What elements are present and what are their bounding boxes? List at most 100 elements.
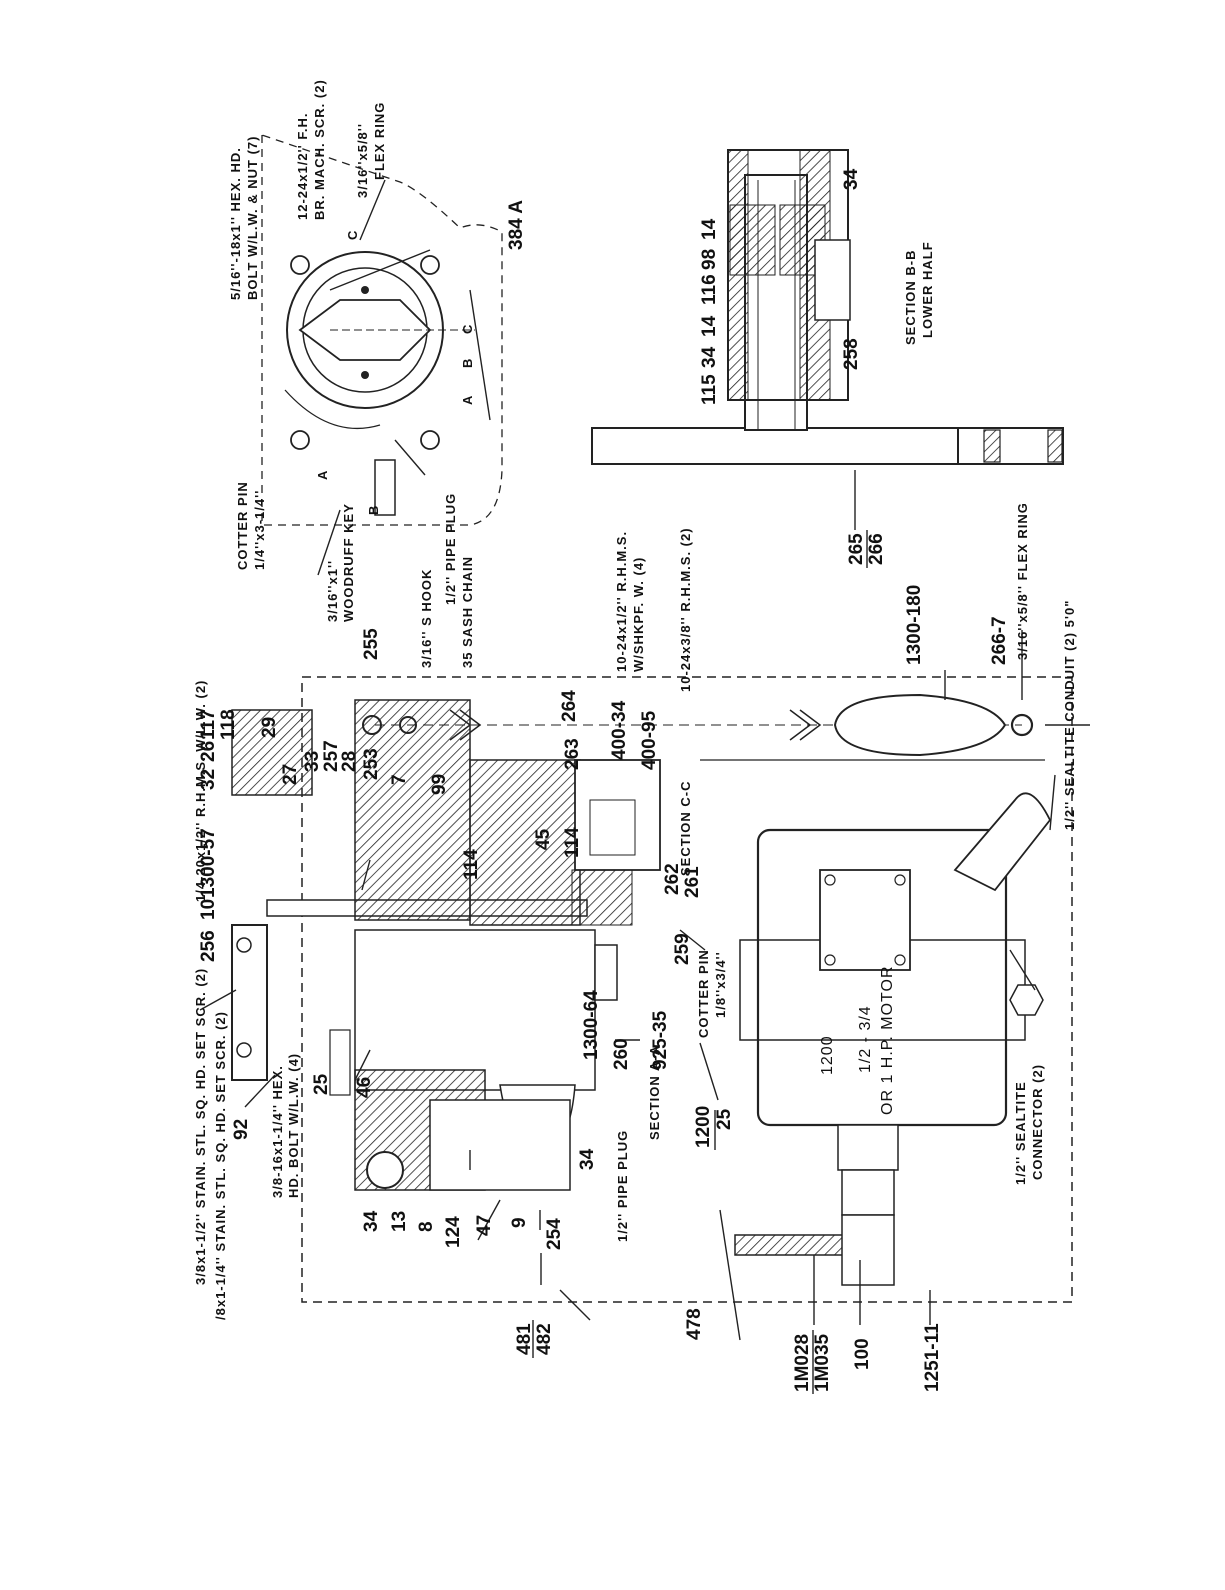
housing-end-view-drawing	[284, 251, 475, 516]
part-261: 261	[682, 866, 703, 898]
top-section-outline	[261, 134, 503, 526]
label-flex-ring-top-2: FLEX RING	[372, 102, 387, 180]
part-8: 8	[416, 1221, 437, 1232]
part-92: 92	[231, 1119, 252, 1140]
section-b-b-drawing	[591, 149, 1064, 465]
label-section-a-a: SECTION A-A	[647, 1045, 662, 1140]
label-hex-hd-bolt-2: HD. BOLT W/L.W. (4)	[286, 1053, 301, 1198]
part-14-top: 14	[699, 218, 720, 240]
part-114-lower: 114	[562, 827, 583, 858]
gear-reducer-section-drawing	[231, 699, 661, 1191]
label-pipe-plug-top: 1/2'' PIPE PLUG	[443, 493, 458, 605]
part-10: 10	[198, 899, 219, 920]
part-481: 481	[514, 1323, 535, 1355]
part-116: 116	[699, 274, 720, 305]
part-253: 253	[361, 748, 382, 780]
part-28: 28	[339, 751, 360, 772]
label-fh-screw: 12-24x1/2'' F.H.	[295, 113, 310, 220]
section-letter-b-top: B	[366, 505, 381, 515]
part-114-upper: 114	[461, 849, 482, 880]
motor-part-number: 1200	[819, 1035, 836, 1075]
part-34-top: 34	[841, 168, 862, 190]
leader-lines	[199, 179, 1090, 1341]
part-45: 45	[533, 828, 554, 850]
part-9: 9	[509, 1217, 530, 1228]
part-98: 98	[699, 249, 720, 270]
motor-drawing	[734, 792, 1052, 1286]
part-1200-fraction-top: 1200	[693, 1106, 714, 1148]
part-1M035: 1M035	[812, 1333, 833, 1392]
motor-hp-range: 1/2 - 3/4	[857, 1005, 874, 1073]
section-letter-c-bottom: C	[460, 324, 475, 334]
label-cotter-pin-large-2: 1/4''x3-1/4''	[252, 490, 267, 570]
section-letter-b-bottom: B	[460, 358, 475, 368]
label-hex-hd-bolt: 3/8-16x1-1/4'' HEX.	[270, 1065, 285, 1198]
label-rhms-quarter: 1/4-20x1/2'' R.H.M.S. W/L.W. (2)	[193, 680, 208, 902]
part-258: 258	[841, 338, 862, 370]
part-29: 29	[259, 717, 280, 738]
part-482: 482	[534, 1323, 555, 1355]
label-section-b-b: SECTION B-B	[903, 250, 918, 346]
label-sealtite-connector: 1/2'' SEALTITE	[1013, 1081, 1028, 1185]
main-assembly-outline	[301, 676, 1073, 1303]
part-257: 257	[321, 740, 342, 772]
label-sealtite-connector-2: CONNECTOR (2)	[1030, 1064, 1045, 1180]
part-118: 118	[218, 709, 239, 740]
part-925-35: 925-35	[650, 1010, 671, 1070]
part-47: 47	[474, 1215, 495, 1236]
part-264: 264	[559, 690, 580, 722]
part-34-left: 34	[361, 1210, 382, 1232]
part-400-34: 400-34	[609, 700, 630, 760]
part-100: 100	[852, 1338, 873, 1370]
part-13: 13	[389, 1211, 410, 1232]
part-400-95: 400-95	[639, 710, 660, 770]
motor-hp-description: OR 1 H.P. MOTOR	[879, 965, 896, 1115]
part-255: 255	[361, 628, 382, 660]
label-s-hook: 3/16'' S HOOK	[419, 569, 434, 668]
part-1300-64: 1300-64	[581, 990, 602, 1060]
part-265: 265	[846, 533, 867, 565]
label-woodruff-key: WOODRUFF KEY	[341, 503, 356, 622]
part-25: 25	[311, 1073, 332, 1095]
part-32: 32	[198, 769, 219, 790]
label-hex-bolt-top-2: BOLT W/L.W. & NUT (7)	[245, 136, 260, 300]
label-rhms-10-24-38: 10-24x3/8'' R.H.M.S. (2)	[678, 527, 693, 692]
label-flex-ring-top: 3/16''x5/8''	[355, 123, 370, 198]
label-pipe-plug-bottom: 1/2'' PIPE PLUG	[615, 1130, 630, 1242]
label-cotter-pin-large: COTTER PIN	[235, 481, 250, 570]
part-14-bottom: 14	[699, 315, 720, 337]
part-34-bottom: 34	[577, 1148, 598, 1170]
label-set-screw-stainless: 3/8x1-1/2'' STAIN. STL. SQ. HD. SET SCR.…	[193, 968, 208, 1285]
part-7: 7	[389, 774, 410, 785]
label-cotter-pin-small: COTTER PIN	[696, 949, 711, 1038]
part-1300-57: 1300-57	[198, 828, 219, 898]
label-sealtite-conduit: 1/2'' SEALTITE CONDUIT (2) 5'0"	[1062, 600, 1077, 830]
label-cotter-pin-small-2: 1/8''x3/4''	[713, 951, 728, 1018]
part-266: 266	[866, 533, 887, 565]
part-478: 478	[684, 1308, 705, 1340]
part-263: 263	[562, 738, 583, 770]
part-254: 254	[544, 1218, 565, 1250]
section-letter-a-top: A	[315, 470, 330, 480]
part-124: 124	[443, 1216, 464, 1248]
part-33: 33	[302, 751, 323, 772]
part-1251-11: 1251-11	[922, 1323, 943, 1392]
part-115: 115	[699, 374, 720, 405]
part-260: 260	[611, 1038, 632, 1070]
part-99: 99	[429, 774, 450, 795]
part-117: 117	[198, 709, 219, 740]
part-46: 46	[354, 1077, 375, 1098]
label-woodruff-size: 3/16''x1''	[325, 560, 340, 622]
label-set-screw-stainless-2: /8x1-1/4'' STAIN. STL. SQ. HD. SET SCR. …	[213, 1011, 228, 1320]
part-27: 27	[280, 764, 301, 785]
part-266-7: 266-7	[989, 616, 1010, 665]
label-lower-half: LOWER HALF	[920, 241, 935, 338]
label-sash-chain: 35 SASH CHAIN	[460, 556, 475, 668]
part-384A: 384 A	[506, 200, 527, 250]
part-34-mid: 34	[699, 346, 720, 368]
label-rhms-10-24-b: W/SHKPF. W. (4)	[631, 557, 646, 672]
label-rhms-10-24: 10-24x1/2'' R.H.M.S.	[614, 531, 629, 672]
label-flex-ring-bottom: 3/16''x5/8'' FLEX RING	[1015, 502, 1030, 660]
